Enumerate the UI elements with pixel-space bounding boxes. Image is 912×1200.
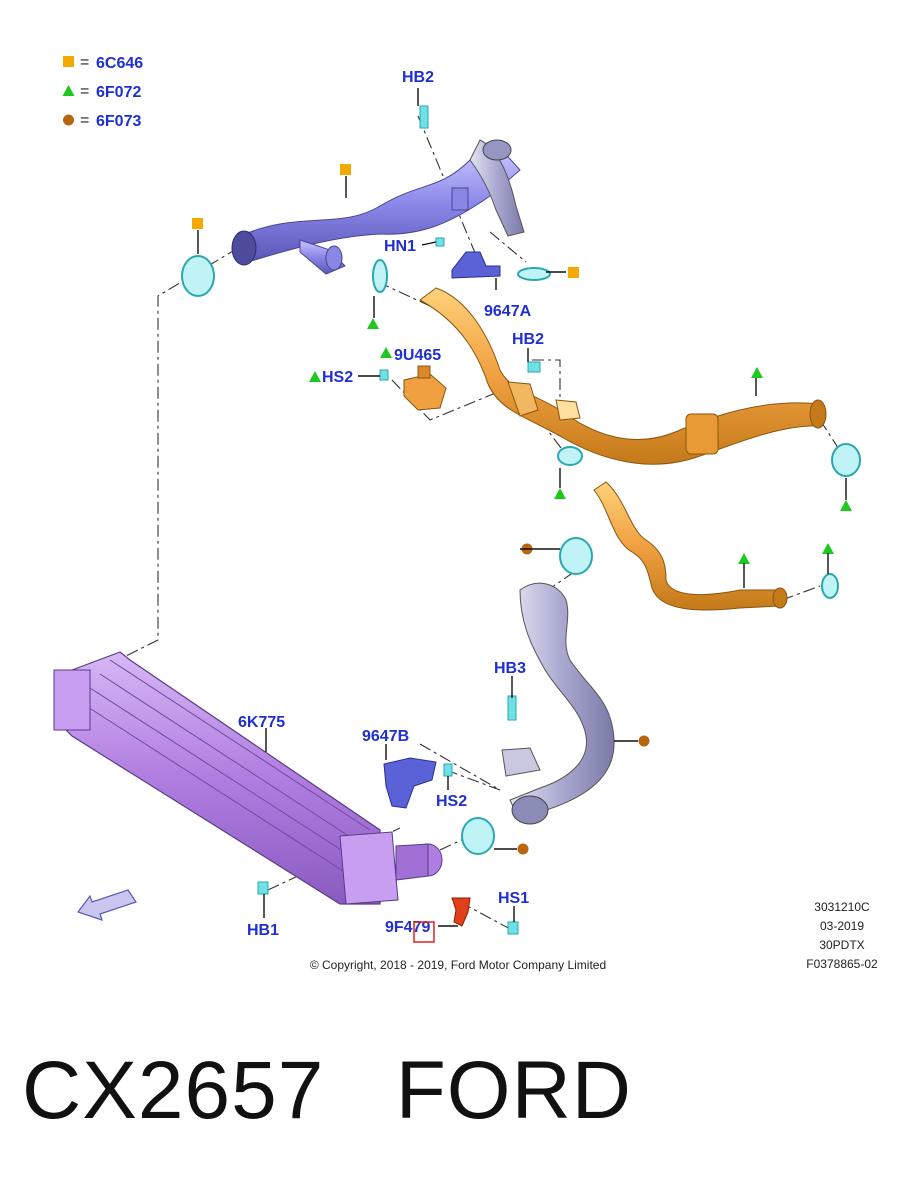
bolt-hn1 — [435, 237, 445, 247]
label-hs2-left: HS2 — [322, 369, 353, 386]
highlight-box — [413, 921, 435, 943]
marker-triangle — [309, 371, 321, 382]
label-6k775: 6K775 — [238, 714, 285, 731]
legend-eq-1: = — [80, 54, 89, 71]
legend-code-1: 6C646 — [96, 55, 143, 72]
lower-charge-air-hose — [501, 582, 615, 825]
label-9u465: 9U465 — [394, 347, 441, 364]
document-meta: 3031210C 03-2019 30PDTX F0378865-02 © Co… — [310, 900, 878, 972]
legend-eq-3: = — [80, 112, 89, 129]
bolt-hb3 — [507, 695, 517, 721]
clamps — [181, 255, 861, 855]
direction-arrow-icon — [77, 889, 137, 921]
label-hb3: HB3 — [494, 660, 526, 677]
bolt-hs2-lower — [443, 763, 453, 777]
label-9647b: 9647B — [362, 728, 409, 745]
label-hb2-top: HB2 — [402, 69, 434, 86]
marker-triangle — [822, 543, 834, 554]
label-9f479: 9F479 — [385, 919, 430, 936]
marker-square — [192, 218, 203, 229]
callout-markers — [192, 164, 852, 855]
label-hb1: HB1 — [247, 922, 279, 939]
bolt-hb1 — [257, 881, 269, 895]
leader-lines — [197, 88, 847, 927]
sensor-9f479 — [451, 897, 471, 927]
legend-circle-icon — [63, 114, 74, 126]
bolt-hb2-mid — [527, 361, 541, 373]
marker-square — [568, 267, 579, 278]
bracket-9647b — [383, 757, 437, 809]
meta-line-1: 3031210C — [814, 900, 870, 914]
clamp-ring — [831, 443, 861, 477]
fasteners — [257, 105, 541, 935]
marker-triangle — [840, 500, 852, 511]
parts-diagram: = 6C646 = 6F072 = 6F073 — [53, 54, 878, 972]
part-labels: HB2 HN1 9647A HB2 9U465 HS2 HB3 6K775 96… — [238, 69, 544, 943]
legend-triangle-icon — [62, 85, 75, 96]
clamp-ring — [372, 259, 388, 293]
label-hs1: HS1 — [498, 890, 529, 907]
upper-charge-air-hose — [231, 139, 525, 275]
clamp-ring — [181, 255, 215, 297]
caption: CX2657 FORD — [22, 1050, 632, 1132]
bracket-9647a — [451, 251, 501, 279]
orange-hose-upper — [419, 287, 827, 465]
marker-triangle — [554, 488, 566, 499]
legend-eq-2: = — [80, 83, 89, 100]
marker-circle — [638, 735, 650, 747]
intercooler-6k775 — [53, 651, 443, 905]
label-9647a: 9647A — [484, 303, 532, 320]
label-hs2-lower: HS2 — [436, 793, 467, 810]
meta-line-4: F0378865-02 — [806, 957, 878, 971]
marker-square — [340, 164, 351, 175]
marker-circle — [517, 843, 529, 855]
copyright-text: © Copyright, 2018 - 2019, Ford Motor Com… — [310, 958, 606, 972]
legend-code-3: 6F073 — [96, 113, 141, 130]
legend-square-icon — [63, 56, 74, 67]
bolt-hs2-left — [379, 369, 389, 381]
meta-line-3: 30PDTX — [819, 938, 864, 952]
orange-hose-lower — [593, 481, 788, 611]
bolt-hs1 — [507, 921, 519, 935]
clamp-ring — [559, 537, 593, 575]
clamp-ring — [821, 573, 839, 599]
marker-triangle — [751, 367, 763, 378]
clamp-ring — [557, 446, 583, 466]
clamp-ring — [517, 267, 551, 281]
caption-brand: FORD — [395, 1045, 633, 1136]
clamp-ring — [461, 817, 495, 855]
legend-code-2: 6F072 — [96, 84, 141, 101]
sensor-9u465 — [403, 365, 447, 411]
marker-triangle — [380, 347, 392, 358]
bolt-hb2-top — [419, 105, 429, 129]
legend: = 6C646 = 6F072 = 6F073 — [62, 54, 143, 130]
caption-part-number: CX2657 — [22, 1045, 325, 1136]
meta-line-2: 03-2019 — [820, 919, 864, 933]
label-hn1: HN1 — [384, 238, 416, 255]
marker-triangle — [738, 553, 750, 564]
marker-triangle — [367, 318, 379, 329]
label-hb2-mid: HB2 — [512, 331, 544, 348]
